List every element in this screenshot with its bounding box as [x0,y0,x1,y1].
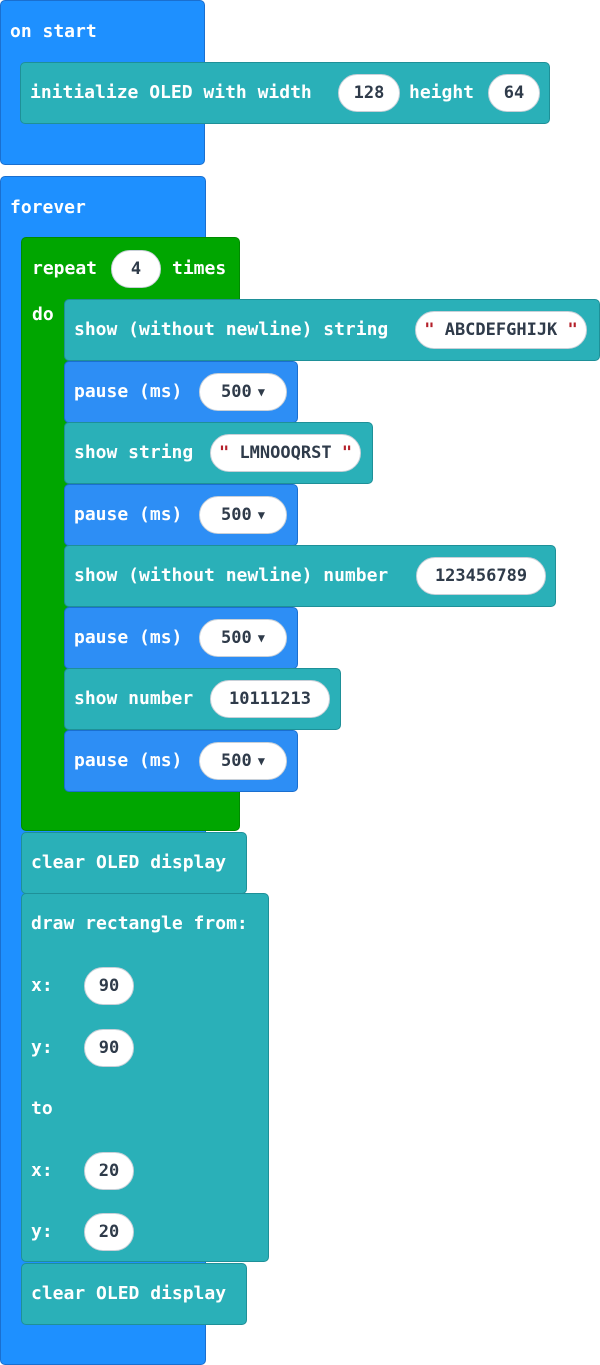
show-string-label: show string [74,442,194,463]
show-without-newline-string-label: show (without newline) string [74,319,389,340]
repeat-do-label: do [32,304,54,325]
rect-x1-label: x: [31,975,53,996]
open-quote: " [424,320,435,340]
rect-x1-input[interactable]: 90 [84,967,134,1005]
number-input-101[interactable]: 10111213 [210,680,330,718]
oled-width-input[interactable]: 128 [338,74,400,112]
pause-dropdown-1[interactable]: 500 ▼ [199,373,287,411]
open-quote: " [218,443,230,463]
pause-label-4: pause (ms) [74,750,183,771]
close-quote: " [341,443,353,463]
chevron-down-icon: ▼ [257,754,265,768]
string-value-abc: ABCDEFGHIJK [444,320,558,340]
initialize-oled-label: initialize OLED with width [30,82,312,103]
rect-y2-input[interactable]: 20 [84,1213,134,1251]
number-input-123[interactable]: 123456789 [416,557,546,595]
oled-height-input[interactable]: 64 [488,74,540,112]
clear-oled-block-1[interactable] [21,832,247,894]
clear-oled-label-1: clear OLED display [31,852,227,873]
pause-label-2: pause (ms) [74,504,183,525]
repeat-times-label: times [172,258,227,279]
pause-label-3: pause (ms) [74,627,183,648]
clear-oled-label-2: clear OLED display [31,1283,227,1304]
chevron-down-icon: ▼ [257,385,265,399]
draw-rectangle-label: draw rectangle from: [31,913,248,934]
string-value-lmn: LMNOOQRST [239,443,332,463]
show-number-label: show number [74,688,194,709]
rect-to-label: to [31,1098,53,1119]
show-without-newline-number-label: show (without newline) number [74,565,389,586]
rect-y2-label: y: [31,1221,53,1242]
pause-block-3[interactable] [64,607,298,669]
pause-label-1: pause (ms) [74,381,183,402]
rect-x2-input[interactable]: 20 [84,1152,134,1190]
rect-y1-input[interactable]: 90 [84,1029,134,1067]
pause-dropdown-3[interactable]: 500 ▼ [199,619,287,657]
initialize-oled-block[interactable] [20,62,550,124]
string-input-abc[interactable]: " ABCDEFGHIJK " [415,311,587,349]
on-start-label: on start [10,21,97,42]
clear-oled-block-2[interactable] [21,1263,247,1325]
rect-y1-label: y: [31,1037,53,1058]
repeat-label: repeat [32,258,98,279]
pause-dropdown-2[interactable]: 500 ▼ [199,496,287,534]
pause-dropdown-4[interactable]: 500 ▼ [199,742,287,780]
draw-rectangle-block[interactable] [21,893,269,1262]
repeat-count-input[interactable]: 4 [111,250,161,288]
chevron-down-icon: ▼ [257,508,265,522]
string-input-lmn[interactable]: " LMNOOQRST " [210,434,361,472]
oled-height-label: height [409,82,475,103]
forever-label: forever [10,197,86,218]
pause-value-2: 500 [221,505,252,525]
chevron-down-icon: ▼ [257,631,265,645]
close-quote: " [567,320,578,340]
rect-x2-label: x: [31,1160,53,1181]
pause-value-3: 500 [221,628,252,648]
pause-value-4: 500 [221,751,252,771]
pause-value-1: 500 [221,382,252,402]
